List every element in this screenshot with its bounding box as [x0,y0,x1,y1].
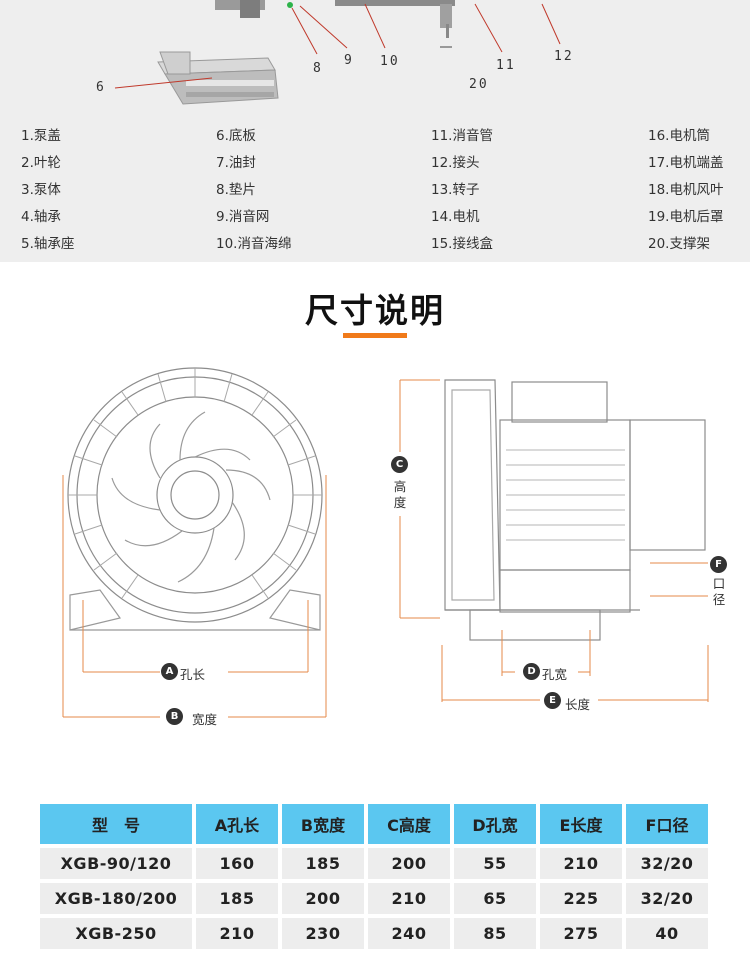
header-c: C高度 [368,804,450,844]
part-item: 9.消音网 [216,209,270,225]
part-item: 13.转子 [431,182,480,198]
table-cell: 230 [282,918,364,949]
table-cell: 32/20 [626,848,708,879]
dim-label-f: 口径 [712,576,726,607]
table-cell: 55 [454,848,536,879]
callout-8: 8 [313,61,323,76]
part-item: 20.支撑架 [648,236,710,252]
dim-label-a: 孔长 [180,667,206,682]
dim-badge-d: D [523,663,540,680]
part-item: 11.消音管 [431,128,493,144]
part-item: 17.电机端盖 [648,155,724,171]
table-cell: 210 [368,883,450,914]
callout-12: 12 [554,49,574,64]
table-cell: XGB-250 [40,918,192,949]
table-cell: 40 [626,918,708,949]
part-item: 7.油封 [216,155,256,171]
table-cell: XGB-180/200 [40,883,192,914]
table-cell: XGB-90/120 [40,848,192,879]
table-cell: 65 [454,883,536,914]
table-cell: 160 [196,848,278,879]
callout-11: 11 [496,58,516,73]
table-cell: 200 [368,848,450,879]
dim-label-d: 孔宽 [542,667,568,682]
table-cell: 32/20 [626,883,708,914]
callout-9: 9 [344,53,354,68]
parts-section: 6 8 9 10 11 12 20 1.泵盖 2.叶轮 3.泵体 4.轴承 5.… [0,0,750,262]
title-underline [343,333,407,338]
dimension-drawing [62,367,709,718]
part-item: 14.电机 [431,209,480,225]
header-a: A孔长 [196,804,278,844]
dim-label-c: 高度 [393,479,407,510]
part-item: 5.轴承座 [21,236,75,252]
table-cell: 185 [196,883,278,914]
dim-badge-b: B [166,708,183,725]
table-header-row: 型 号 A孔长 B宽度 C高度 D孔宽 E长度 F口径 [40,804,708,844]
part-item: 10.消音海绵 [216,236,292,252]
table-row: XGB-250 210 230 240 85 275 40 [40,918,708,949]
part-item: 16.电机筒 [648,128,710,144]
header-model: 型 号 [40,804,192,844]
table-cell: 225 [540,883,622,914]
callout-6: 6 [96,80,106,95]
spec-table: 型 号 A孔长 B宽度 C高度 D孔宽 E长度 F口径 XGB-90/120 1… [36,800,712,953]
table-cell: 200 [282,883,364,914]
part-item: 19.电机后罩 [648,209,724,225]
header-f: F口径 [626,804,708,844]
table-cell: 185 [282,848,364,879]
part-item: 15.接线盒 [431,236,493,252]
header-e: E长度 [540,804,622,844]
part-item: 4.轴承 [21,209,61,225]
dim-badge-a: A [161,663,178,680]
part-item: 8.垫片 [216,182,256,198]
front-view-blower [67,367,323,631]
part-item: 3.泵体 [21,182,61,198]
dimension-title: 尺寸说明 [305,291,445,330]
part-item: 6.底板 [216,128,256,144]
dim-label-b: 宽度 [192,712,218,727]
table-cell: 85 [454,918,536,949]
exploded-view-illustration [114,0,561,105]
part-item: 18.电机风叶 [648,182,724,198]
dim-label-e: 长度 [565,697,591,712]
dim-badge-c: C [391,456,408,473]
table-cell: 210 [540,848,622,879]
header-d: D孔宽 [454,804,536,844]
table-cell: 275 [540,918,622,949]
callout-10: 10 [380,54,400,69]
table-row: XGB-180/200 185 200 210 65 225 32/20 [40,883,708,914]
table-cell: 240 [368,918,450,949]
part-item: 2.叶轮 [21,155,61,171]
part-item: 12.接头 [431,155,480,171]
dim-badge-e: E [544,692,561,709]
side-view-motor [444,379,706,641]
table-cell: 210 [196,918,278,949]
callout-20: 20 [469,77,489,92]
part-item: 1.泵盖 [21,128,61,144]
header-b: B宽度 [282,804,364,844]
table-row: XGB-90/120 160 185 200 55 210 32/20 [40,848,708,879]
dim-badge-f: F [710,556,727,573]
